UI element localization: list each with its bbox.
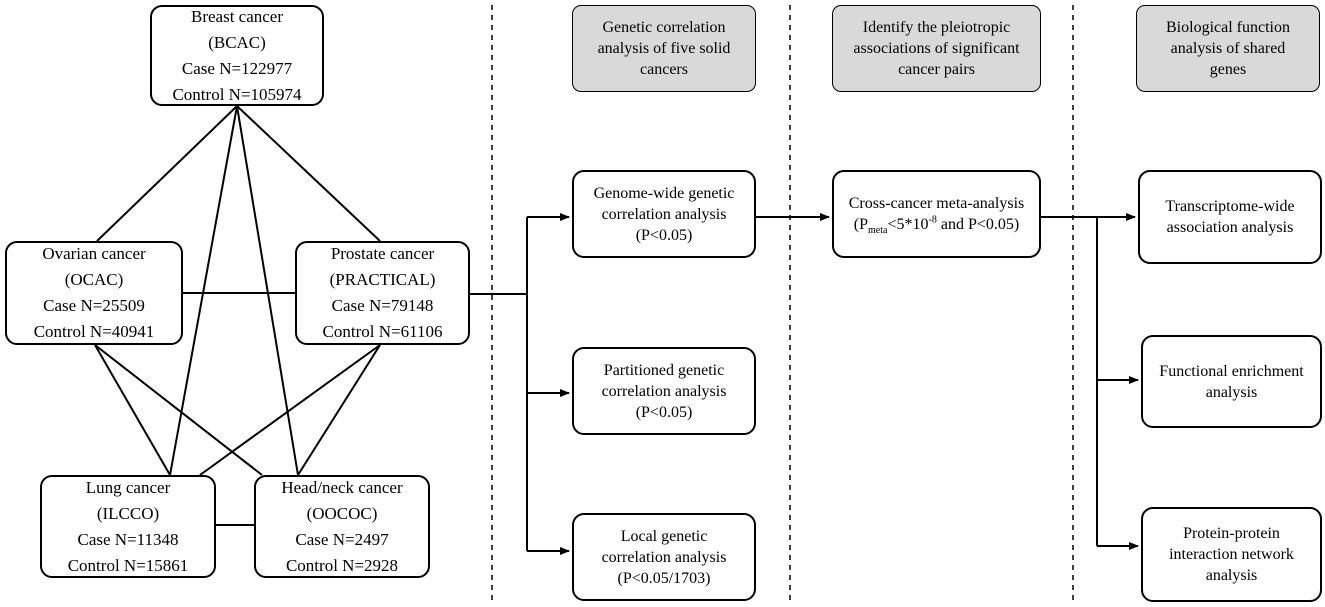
header-line: Biological function xyxy=(1166,19,1290,36)
control-count: Control N=105974 xyxy=(172,84,302,104)
header-line: genes xyxy=(1209,61,1247,78)
cancer-consortium: (OCAC) xyxy=(64,270,124,289)
header-line: cancer pairs xyxy=(898,61,975,78)
header-line: Genetic correlation xyxy=(602,19,726,36)
partitioned-correlation-box: Partitioned genetic correlation analysis… xyxy=(572,347,756,435)
step-line: (P<0.05) xyxy=(635,226,693,244)
header-line: associations of significant xyxy=(853,40,1020,57)
functional-enrichment-box: Functional enrichment analysis xyxy=(1141,335,1322,428)
step-line: analysis xyxy=(1205,567,1258,584)
prostate-cancer-box: Prostate cancer (PRACTICAL) Case N=79148… xyxy=(295,241,470,345)
meta-p: (P xyxy=(853,216,869,233)
step-line: interaction network xyxy=(1169,546,1294,563)
breast-cancer-box: Breast cancer (BCAC) Case N=122977 Contr… xyxy=(150,5,324,106)
cancer-name: Ovarian cancer xyxy=(42,244,146,263)
header-line: analysis of shared xyxy=(1170,40,1286,57)
step-line: Functional enrichment xyxy=(1159,362,1304,380)
meta-subscript: meta xyxy=(868,225,888,237)
case-count: Case N=122977 xyxy=(181,58,293,78)
cancer-consortium: (PRACTICAL) xyxy=(329,270,436,289)
step-line: Genome-wide genetic xyxy=(593,184,735,202)
header-line: cancers xyxy=(640,61,688,78)
link-breast-ovarian xyxy=(96,105,238,242)
meta-threshold: (Pmeta<5*10-8 and P<0.05) xyxy=(853,214,1020,237)
control-count: Control N=15861 xyxy=(67,555,189,575)
protein-protein-network-box: Protein-protein interaction network anal… xyxy=(1141,507,1322,602)
header-pleiotropic-associations: Identify the pleiotropic associations of… xyxy=(832,5,1041,92)
case-count: Case N=25509 xyxy=(43,296,145,315)
step-line: correlation analysis xyxy=(601,548,727,566)
step-line: association analysis xyxy=(1166,219,1294,236)
case-count: Case N=2497 xyxy=(295,529,389,549)
cancer-name: Head/neck cancer xyxy=(281,477,403,497)
lung-cancer-box: Lung cancer (ILCCO) Case N=11348 Control… xyxy=(40,475,216,578)
step-line: Local genetic xyxy=(620,527,708,545)
case-count: Case N=79148 xyxy=(331,296,434,315)
step-line: (P<0.05) xyxy=(635,403,693,421)
step-line: analysis xyxy=(1205,383,1258,401)
header-line: Identify the pleiotropic xyxy=(862,19,1011,36)
link-breast-lung xyxy=(169,105,238,476)
step-line: correlation analysis xyxy=(601,205,727,223)
link-ovarian-headneck xyxy=(94,344,263,476)
header-genetic-correlation: Genetic correlation analysis of five sol… xyxy=(572,5,756,92)
link-prostate-lung xyxy=(199,344,381,476)
step-line: Cross-cancer meta-analysis xyxy=(848,195,1025,212)
meta-exponent: -8 xyxy=(928,214,937,226)
step-line: (P<0.05/1703) xyxy=(617,569,711,587)
link-breast-prostate xyxy=(236,105,381,242)
genome-wide-correlation-box: Genome-wide genetic correlation analysis… xyxy=(572,170,756,258)
cross-cancer-meta-analysis-box: Cross-cancer meta-analysis (Pmeta<5*10-8… xyxy=(832,170,1041,258)
local-correlation-box: Local genetic correlation analysis (P<0.… xyxy=(572,513,756,601)
link-breast-headneck xyxy=(236,105,299,476)
transcriptome-wide-box: Transcriptome-wide association analysis xyxy=(1138,170,1322,264)
header-biological-function: Biological function analysis of shared g… xyxy=(1136,5,1320,92)
cancer-name: Prostate cancer xyxy=(330,244,435,263)
control-count: Control N=61106 xyxy=(322,322,443,341)
meta-threshold-value: <5*10 xyxy=(887,216,929,233)
cancer-consortium: (ILCCO) xyxy=(96,503,160,523)
ovarian-cancer-box: Ovarian cancer (OCAC) Case N=25509 Contr… xyxy=(5,241,183,345)
control-count: Control N=2928 xyxy=(285,555,399,575)
cancer-consortium: (BCAC) xyxy=(208,32,266,52)
link-prostate-headneck xyxy=(297,344,381,476)
step-line: Partitioned genetic xyxy=(603,361,725,379)
case-count: Case N=11348 xyxy=(77,529,179,549)
headneck-cancer-box: Head/neck cancer (OOCOC) Case N=2497 Con… xyxy=(254,475,430,578)
step-line: Transcriptome-wide xyxy=(1165,198,1295,215)
header-line: analysis of five solid xyxy=(597,40,731,57)
meta-rest: and P<0.05) xyxy=(936,216,1020,233)
step-line: correlation analysis xyxy=(601,382,727,400)
step-line: Protein-protein xyxy=(1183,525,1280,542)
cancer-name: Breast cancer xyxy=(190,6,284,26)
cancer-name: Lung cancer xyxy=(85,477,171,497)
link-ovarian-lung xyxy=(94,344,171,476)
cancer-consortium: (OOCOC) xyxy=(306,503,378,523)
control-count: Control N=40941 xyxy=(33,322,155,341)
